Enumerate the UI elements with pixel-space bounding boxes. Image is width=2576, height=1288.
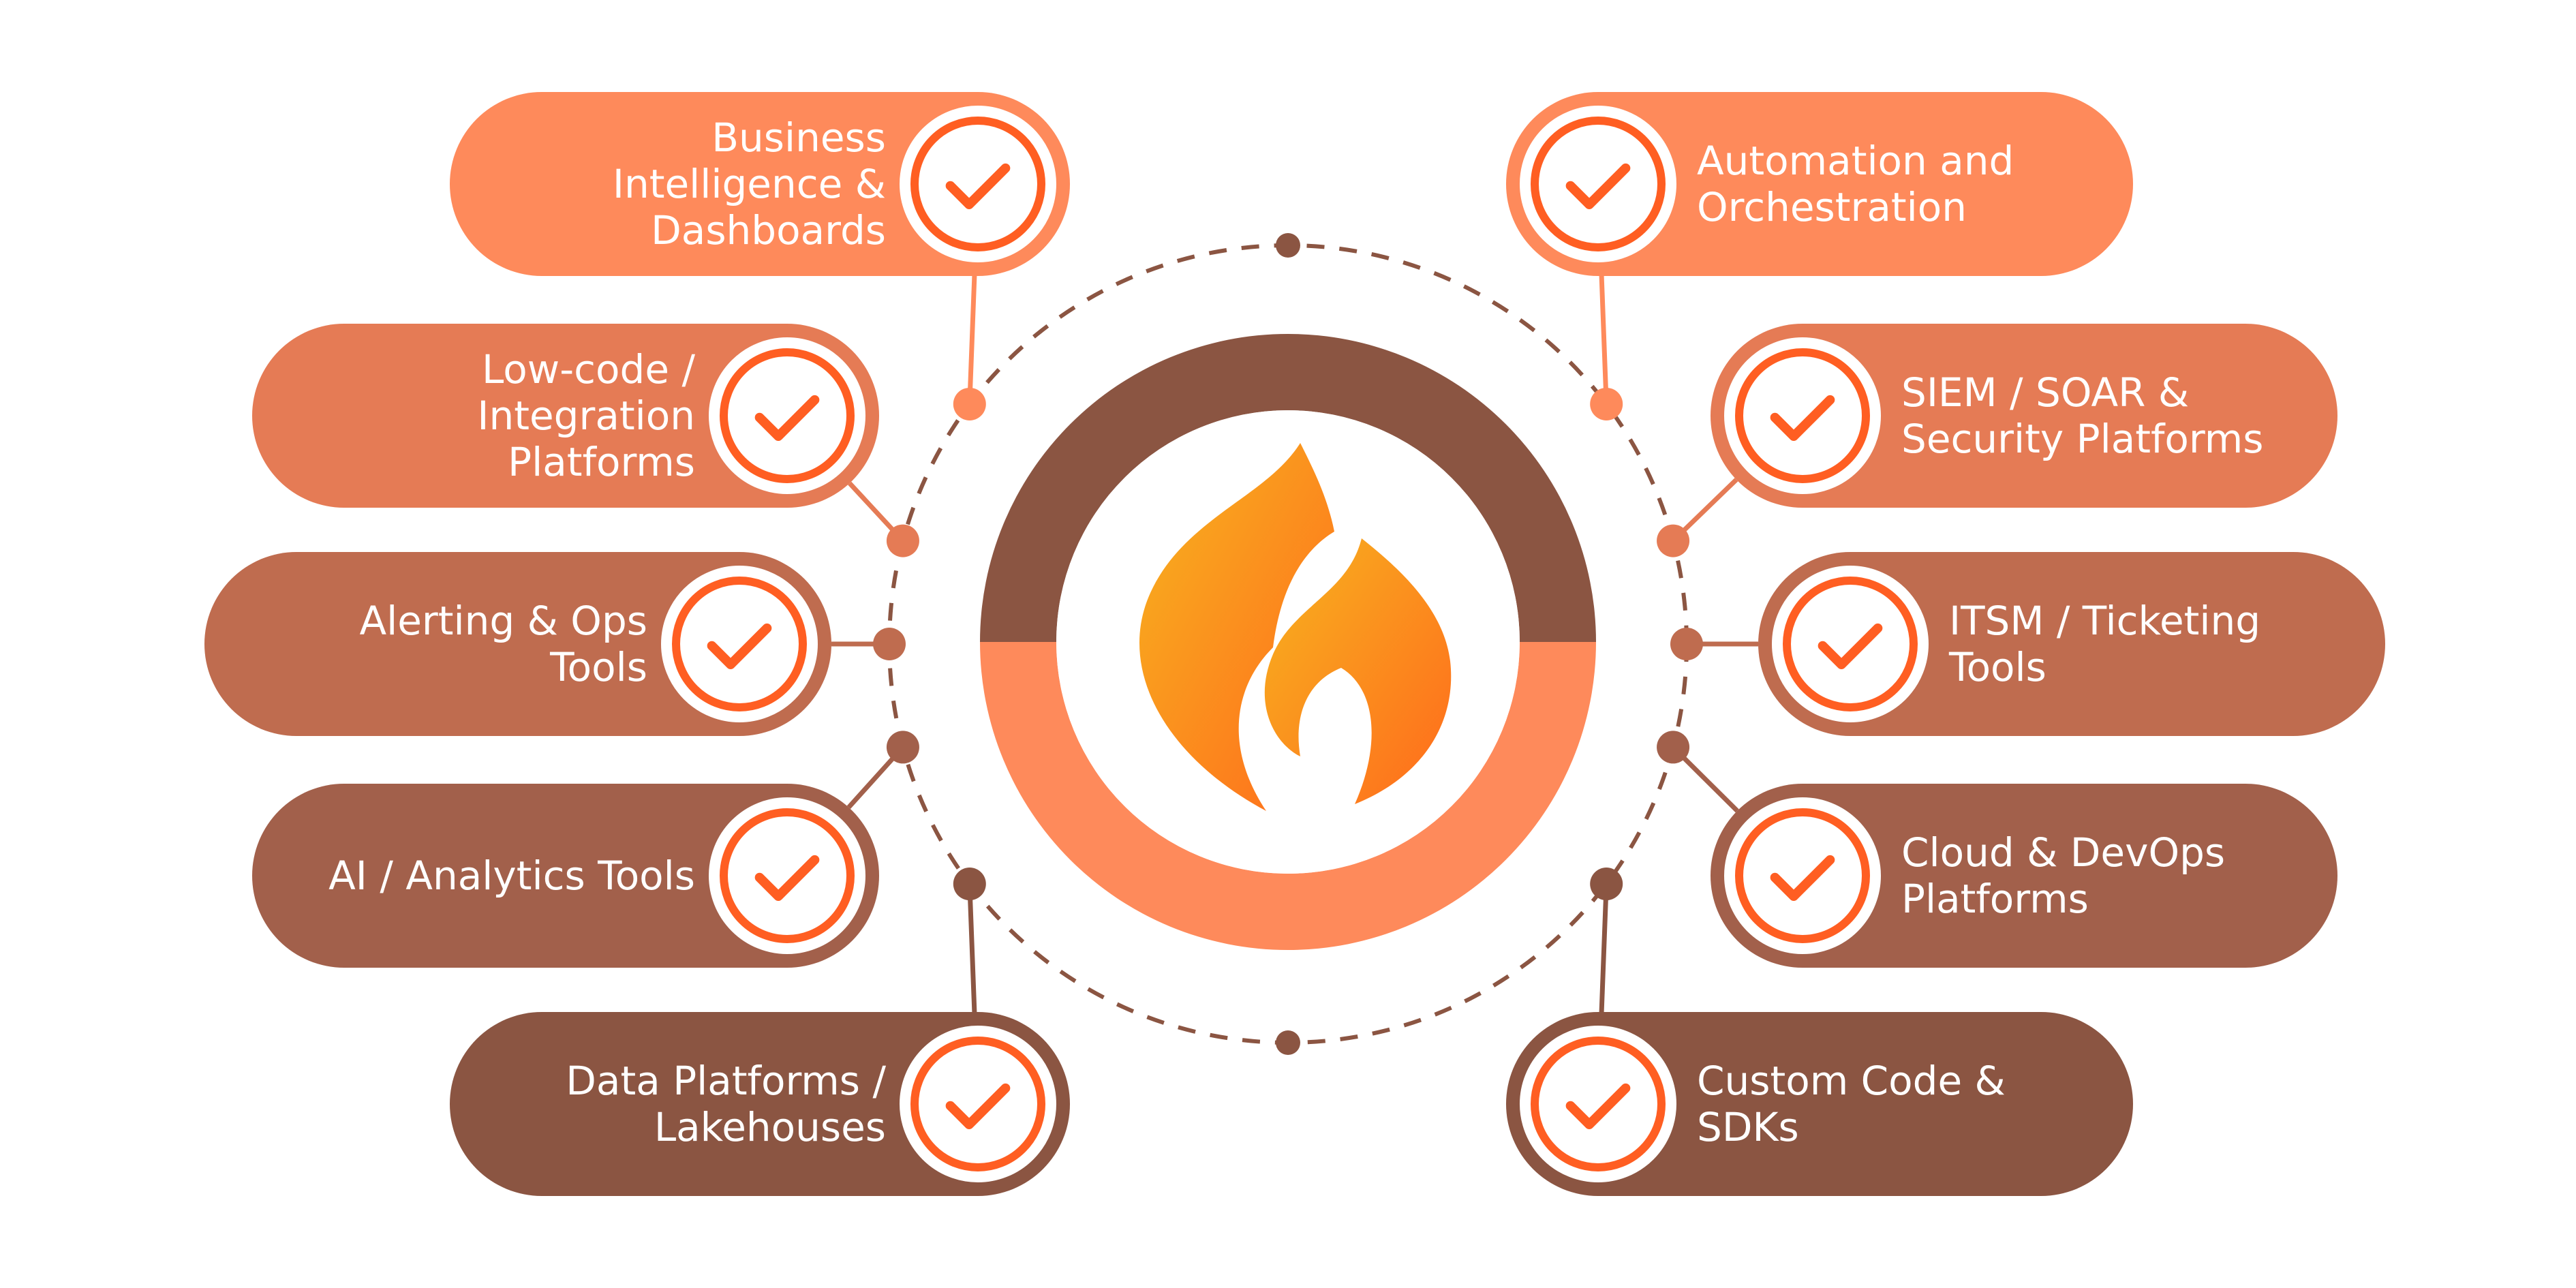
integration-label-line: Lakehouses bbox=[654, 1104, 886, 1150]
integration-label-line: Integration bbox=[477, 393, 695, 439]
integration-pill-data: Data Platforms /Lakehouses bbox=[450, 1012, 1070, 1196]
integration-label-line: Platforms bbox=[508, 439, 695, 485]
integration-label: Custom Code &SDKs bbox=[1697, 1012, 2006, 1196]
orbit-node-dot bbox=[886, 524, 919, 557]
integration-label-line: Automation and bbox=[1697, 138, 2014, 184]
orbit-node-dot bbox=[1590, 387, 1623, 420]
integration-label: SIEM / SOAR &Security Platforms bbox=[1901, 324, 2263, 508]
check-icon bbox=[1724, 337, 1881, 494]
check-icon bbox=[661, 566, 818, 722]
check-icon bbox=[1520, 1026, 1676, 1182]
orbit-node-dot bbox=[873, 628, 906, 660]
connector-line bbox=[967, 275, 977, 405]
orbit-node-dot bbox=[1590, 868, 1623, 901]
check-icon bbox=[1520, 106, 1676, 262]
check-icon bbox=[900, 1026, 1056, 1182]
connector-line bbox=[1599, 275, 1609, 405]
integration-label-line: Platforms bbox=[1901, 876, 2089, 922]
orbit-node-dot bbox=[1657, 524, 1690, 557]
center-logo bbox=[980, 334, 1596, 950]
integration-label-line: Alerting & Ops bbox=[359, 598, 647, 644]
flame-logo-icon bbox=[1139, 443, 1452, 811]
integration-label-line: SIEM / SOAR & bbox=[1901, 369, 2190, 416]
connector-line bbox=[967, 883, 977, 1013]
ring-bottom-half bbox=[980, 642, 1596, 950]
integration-label-line: Tools bbox=[1949, 644, 2046, 690]
integration-label-line: Low-code / bbox=[482, 346, 695, 393]
integration-label-line: Data Platforms / bbox=[566, 1058, 886, 1104]
orbit-node-dot bbox=[1657, 731, 1690, 764]
orbit-top-dot bbox=[1276, 233, 1300, 258]
orbit-dot-group bbox=[873, 233, 1703, 1055]
integration-label-line: Orchestration bbox=[1697, 184, 1967, 230]
integration-pill-custom: Custom Code &SDKs bbox=[1506, 1012, 2133, 1196]
integration-label-line: AI / Analytics Tools bbox=[328, 853, 695, 899]
orbit-node-dot bbox=[953, 387, 986, 420]
integration-label: Data Platforms /Lakehouses bbox=[566, 1012, 886, 1196]
integration-label-line: Tools bbox=[550, 644, 647, 690]
orbit-node-dot bbox=[1670, 628, 1703, 660]
integration-pill-ai: AI / Analytics Tools bbox=[252, 784, 879, 968]
check-icon bbox=[900, 106, 1056, 262]
integration-label-line: Business bbox=[711, 114, 886, 161]
integration-label-line: Cloud & DevOps bbox=[1901, 829, 2226, 876]
check-icon bbox=[1772, 566, 1929, 722]
orbit-node-dot bbox=[953, 868, 986, 901]
orbit-bottom-dot bbox=[1276, 1030, 1300, 1055]
orbit-node-dot bbox=[886, 731, 919, 764]
integration-pill-siem: SIEM / SOAR &Security Platforms bbox=[1711, 324, 2337, 508]
integration-label-line: Dashboards bbox=[651, 207, 886, 254]
check-icon bbox=[709, 337, 865, 494]
connector-line bbox=[1599, 883, 1609, 1013]
check-icon bbox=[709, 797, 865, 954]
integration-label-line: Security Platforms bbox=[1901, 416, 2264, 462]
integration-label-line: ITSM / Ticketing bbox=[1949, 598, 2261, 644]
integration-label-line: SDKs bbox=[1697, 1104, 1799, 1150]
integration-label-line: Custom Code & bbox=[1697, 1058, 2006, 1104]
integration-label-line: Intelligence & bbox=[612, 161, 886, 207]
ring-top-half bbox=[980, 334, 1596, 642]
integration-label: AI / Analytics Tools bbox=[328, 784, 695, 968]
check-icon bbox=[1724, 797, 1881, 954]
